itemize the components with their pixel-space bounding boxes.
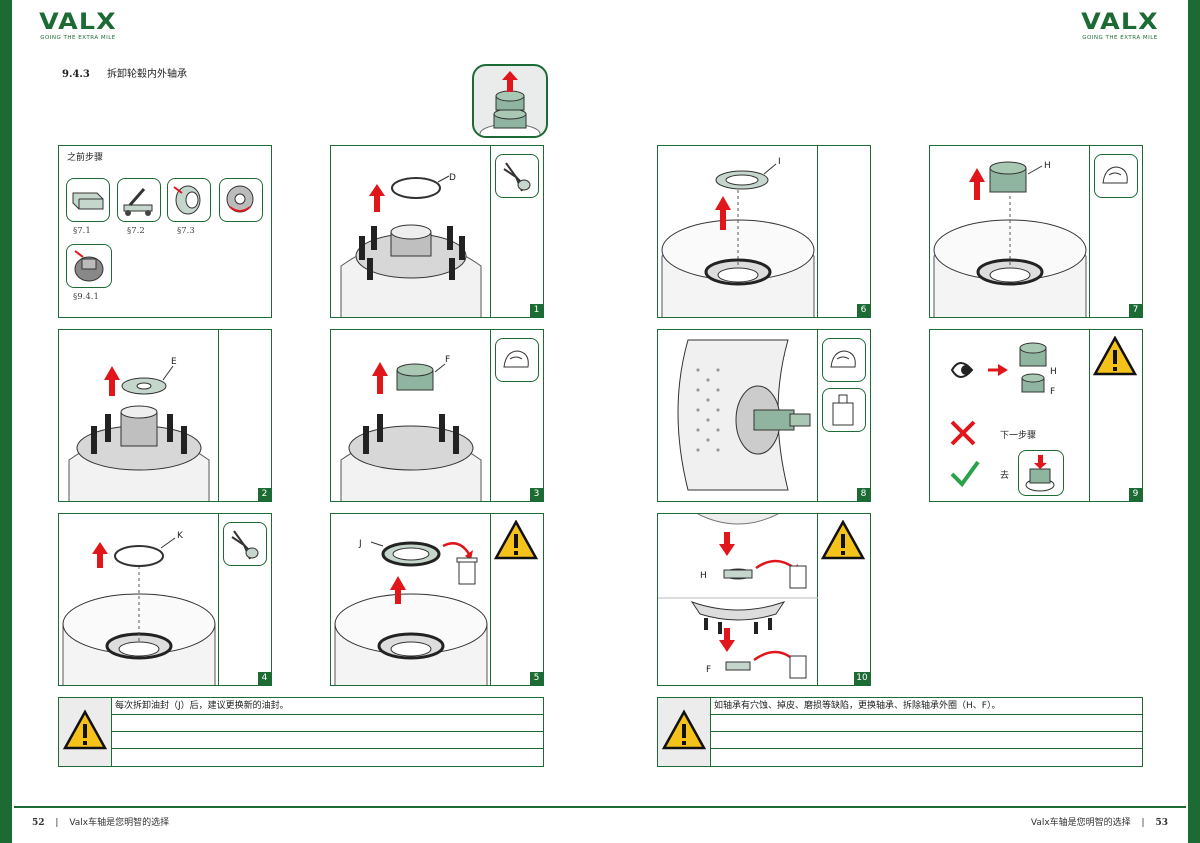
previous-steps-panel: 之前步骤 §7.1 §7.2 §7.3 §9.4.1 xyxy=(58,145,272,318)
step-9-label-f: F xyxy=(1050,387,1055,397)
footer-text-right: Valx车轴是您明智的选择 xyxy=(1030,818,1131,828)
step-5-panel: J 5 xyxy=(330,513,544,686)
step-6-label: I xyxy=(778,157,781,167)
step-2-panel: E 2 xyxy=(58,329,272,502)
wheel-icon[interactable] xyxy=(167,178,211,222)
valx-logo-left: VALX GOING THE EXTRA MILE xyxy=(30,12,126,42)
step-3-label: F xyxy=(445,355,450,365)
logo-tagline: GOING THE EXTRA MILE xyxy=(1082,35,1158,41)
warning-row-empty xyxy=(710,732,1142,749)
warning-text-right: 如轴承有穴蚀、掉皮、磨损等缺陷，更换轴承、拆除轴承外圈（H、F）。 xyxy=(710,698,1142,715)
warning-row-empty xyxy=(111,749,543,765)
footer-divider-left xyxy=(14,806,600,808)
cleaning-cloth-icon xyxy=(1094,154,1138,198)
logo-text: VALX xyxy=(1081,10,1159,35)
warning-icon-cell xyxy=(59,698,112,766)
hub-cap-icon[interactable] xyxy=(66,244,112,288)
warning-note-left: 每次拆卸油封（J）后，建议更换新的油封。 xyxy=(58,697,544,767)
previous-steps-title: 之前步骤 xyxy=(67,153,104,163)
goto-step-10-thumb[interactable] xyxy=(1018,450,1064,496)
step-7-panel: H 7 xyxy=(929,145,1143,318)
warning-row-empty xyxy=(710,715,1142,732)
warning-note-right: 如轴承有穴蚀、掉皮、磨损等缺陷，更换轴承、拆除轴承外圈（H、F）。 xyxy=(657,697,1143,767)
warning-row-empty xyxy=(111,732,543,749)
warning-icon-cell xyxy=(658,698,711,766)
prev-ref-4: §9.4.1 xyxy=(73,292,99,302)
valx-logo-right: VALX GOING THE EXTRA MILE xyxy=(1072,12,1168,42)
step-9-goto: 去 xyxy=(1000,469,1009,481)
step-5-number: 5 xyxy=(530,672,543,685)
step-10-label-f: F xyxy=(706,665,711,675)
step-2-number: 2 xyxy=(258,488,271,501)
step-9-label-h: H xyxy=(1050,367,1057,377)
warning-icon xyxy=(1092,335,1138,380)
step-1-panel: D 1 xyxy=(330,145,544,318)
step-8-number: 8 xyxy=(857,488,870,501)
section-heading: 拆卸轮毂内外轴承 xyxy=(107,69,188,80)
step-2-label: E xyxy=(171,357,177,367)
step-4-label: K xyxy=(177,531,184,541)
step-8-panel: 8 xyxy=(657,329,871,502)
step-4-panel: K 4 xyxy=(58,513,272,686)
step-10-number: 10 xyxy=(854,672,870,685)
circlip-pliers-icon xyxy=(223,522,267,566)
step-1-label: D xyxy=(449,173,456,183)
step-10-label-h: H xyxy=(700,571,707,581)
step-3-panel: F 3 xyxy=(330,329,544,502)
step-6-panel: I 6 xyxy=(657,145,871,318)
warning-row-empty xyxy=(710,749,1142,765)
step-1-number: 1 xyxy=(530,304,543,317)
warning-icon xyxy=(820,519,866,564)
warning-row-empty xyxy=(111,715,543,732)
cleaning-cloth-icon xyxy=(822,338,866,382)
right-page-edge xyxy=(1188,0,1200,843)
left-page-edge xyxy=(0,0,12,843)
step-5-label: J xyxy=(358,539,362,549)
step-9-number: 9 xyxy=(1129,488,1142,501)
warning-text-left: 每次拆卸油封（J）后，建议更换新的油封。 xyxy=(111,698,543,715)
section-title: 9.4.3 拆卸轮毂内外轴承 xyxy=(62,65,187,80)
pallet-icon[interactable] xyxy=(66,178,110,222)
step-7-label: H xyxy=(1044,161,1051,171)
step-9-next-step: 下一步骤 xyxy=(1000,430,1036,441)
pliers-icon xyxy=(495,154,539,198)
footer-right: Valx车轴是您明智的选择 | 53 xyxy=(1030,818,1168,828)
page-number-right: 53 xyxy=(1155,818,1168,828)
step-4-number: 4 xyxy=(258,672,271,685)
step-10-panel: H F 10 xyxy=(657,513,871,686)
step-3-number: 3 xyxy=(530,488,543,501)
logo-text: VALX xyxy=(39,10,117,35)
prev-ref-3: §7.3 xyxy=(177,226,195,236)
brake-icon[interactable] xyxy=(219,178,263,222)
cleaning-cloth-icon xyxy=(495,338,539,382)
logo-tagline: GOING THE EXTRA MILE xyxy=(40,35,116,41)
footer-text-left: Valx车轴是您明智的选择 xyxy=(69,818,170,828)
page-number-left: 52 xyxy=(32,818,45,828)
footer-left: 52 | Valx车轴是您明智的选择 xyxy=(32,818,170,828)
step-6-number: 6 xyxy=(857,304,870,317)
prev-ref-1: §7.1 xyxy=(73,226,91,236)
step-7-number: 7 xyxy=(1129,304,1142,317)
bearing-removal-icon xyxy=(472,64,548,138)
footer-divider-right xyxy=(600,806,1186,808)
step-9-panel: H F 下一步骤 去 9 xyxy=(929,329,1143,502)
jack-icon[interactable] xyxy=(117,178,161,222)
prev-ref-2: §7.2 xyxy=(127,226,145,236)
section-number: 9.4.3 xyxy=(62,69,90,80)
warning-icon xyxy=(493,519,539,564)
solvent-bottle-icon xyxy=(822,388,866,432)
